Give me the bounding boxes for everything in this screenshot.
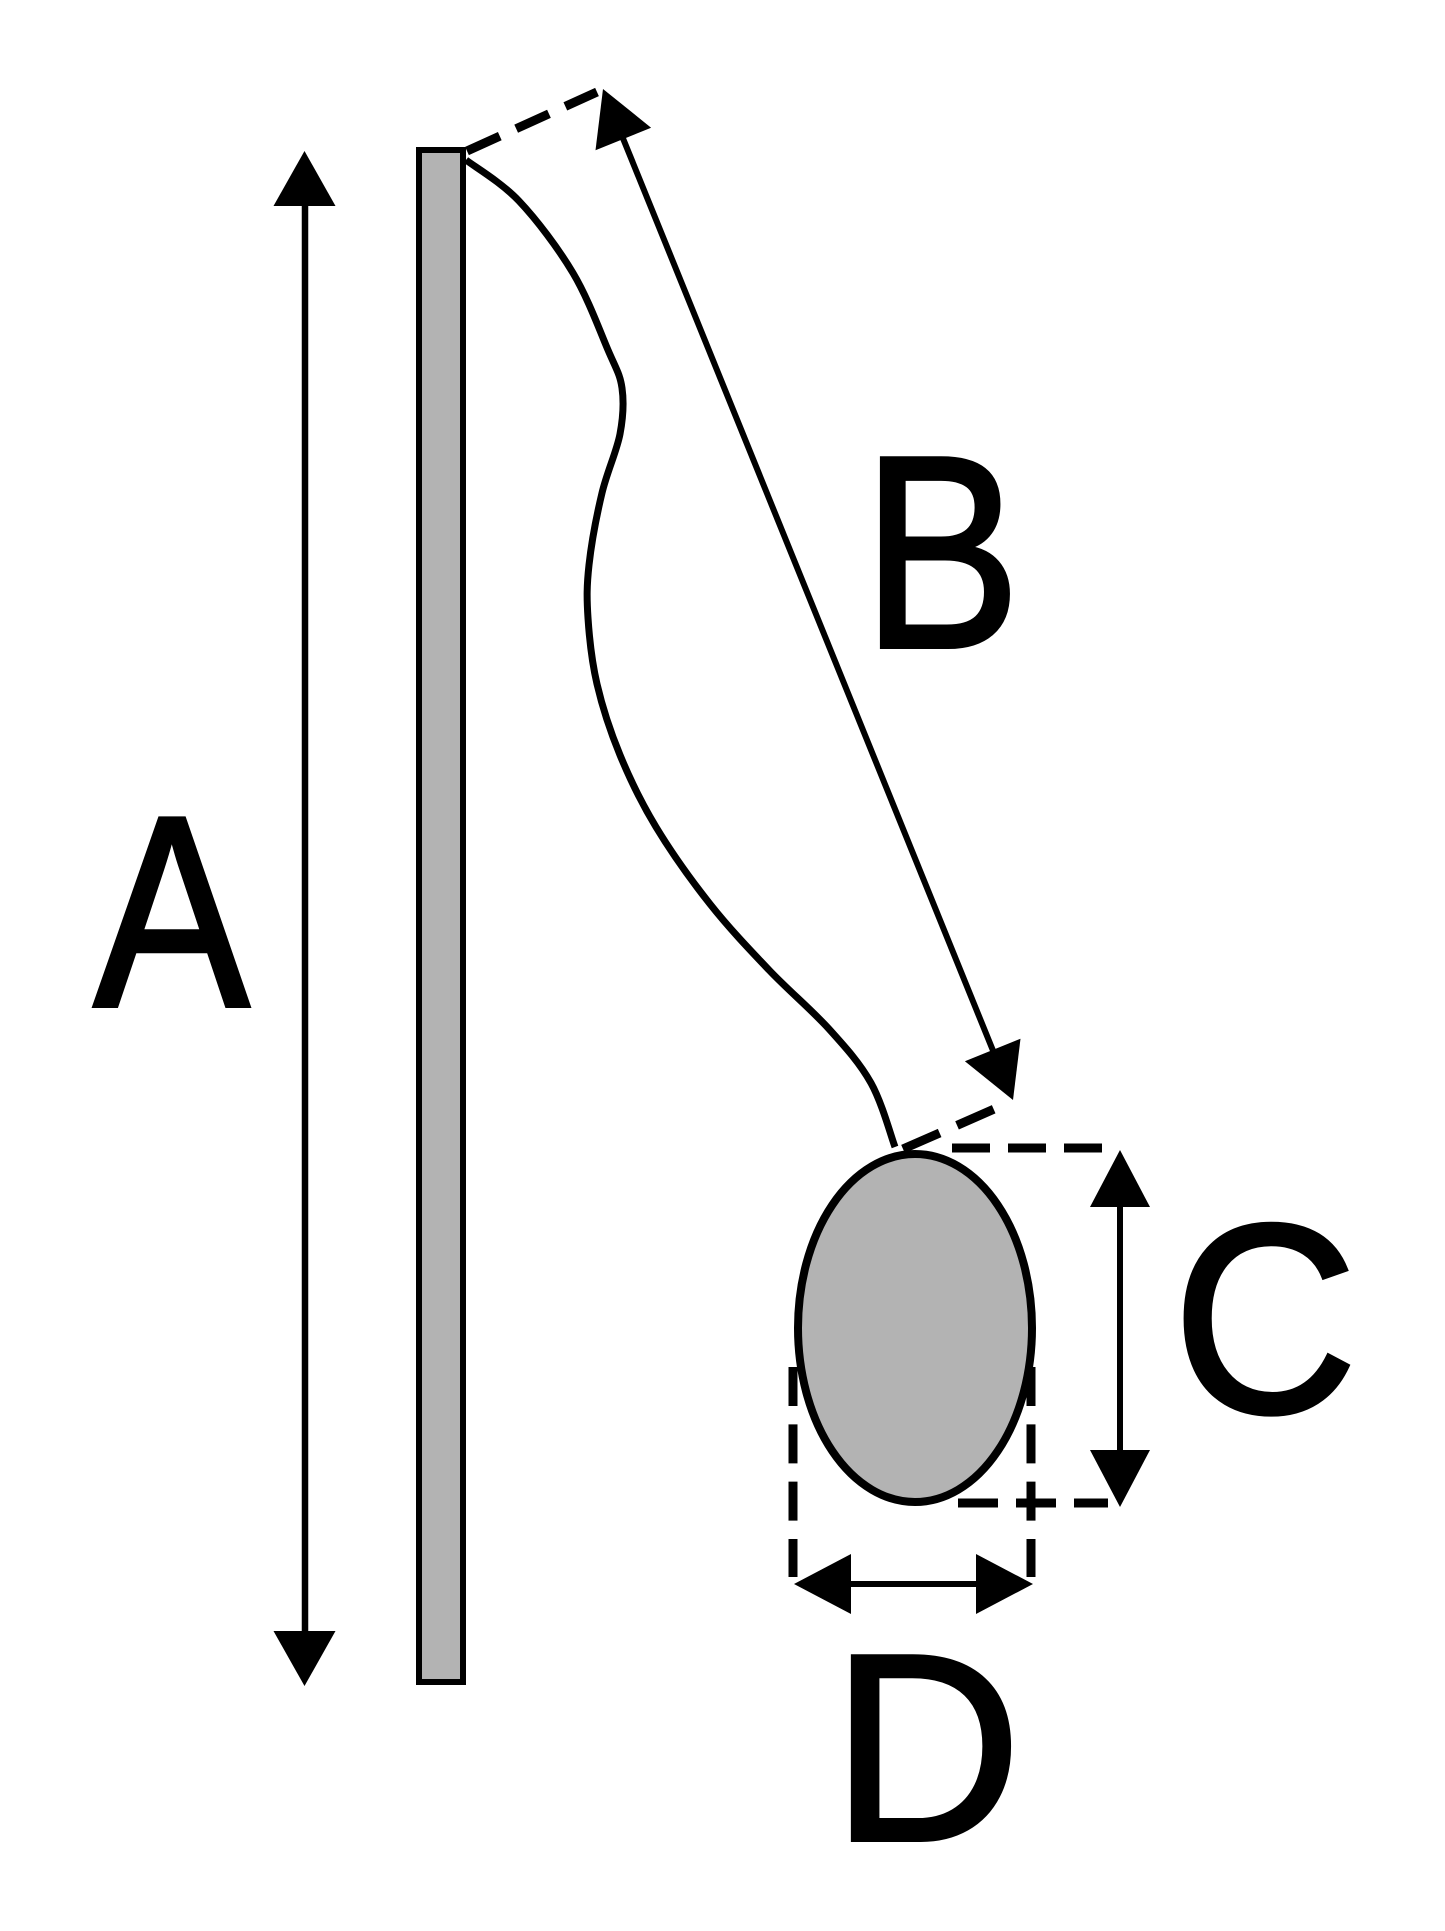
svg-text:B: B [862, 400, 1021, 706]
svg-text:C: C [1173, 1168, 1358, 1469]
svg-text:D: D [831, 1600, 1022, 1898]
svg-text:A: A [94, 759, 250, 1064]
